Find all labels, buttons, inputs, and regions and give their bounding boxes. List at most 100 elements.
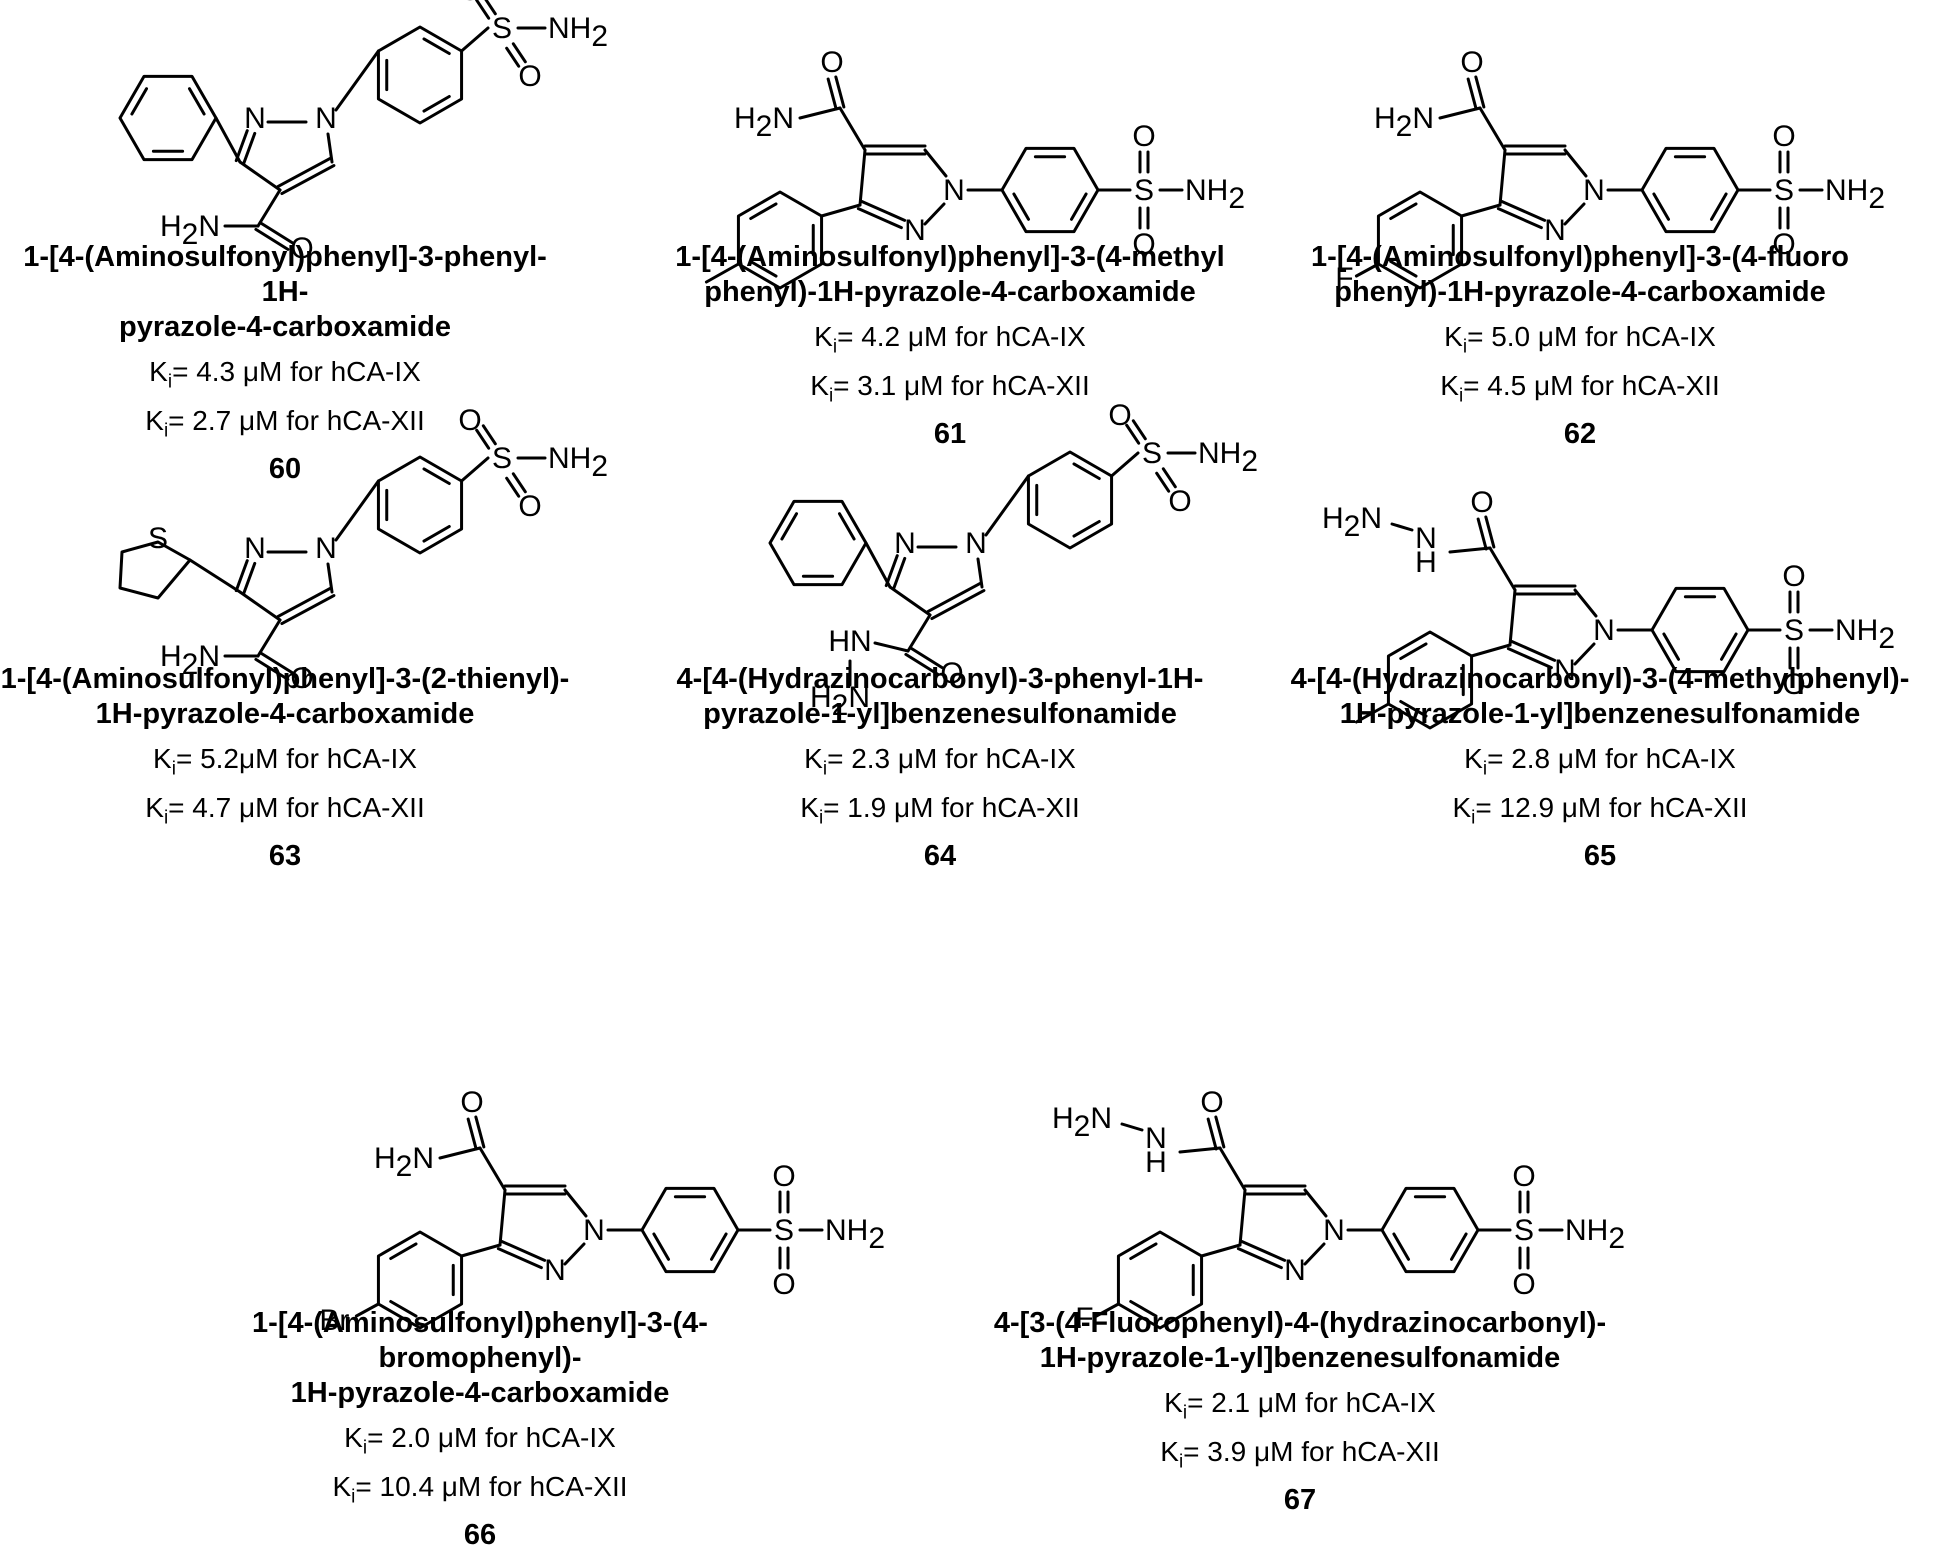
- bond: [1110, 451, 1140, 478]
- oxygen-atom: O: [518, 490, 541, 523]
- double-bond: [1392, 1232, 1410, 1261]
- oxygen-atom: O: [820, 46, 843, 79]
- bond: [798, 106, 842, 120]
- double-bond: [1720, 632, 1738, 661]
- bond: [1478, 106, 1507, 152]
- ring-bond: [1303, 1188, 1328, 1218]
- oxygen-atom: O: [1132, 120, 1155, 153]
- double-bond: [1072, 462, 1101, 480]
- carbonyl-double-bond: [1474, 75, 1486, 109]
- double-bond: [1012, 192, 1030, 221]
- amino-group: NH2: [825, 1214, 885, 1255]
- ring-bond: [238, 590, 282, 622]
- ring-double-bond: [856, 207, 903, 230]
- benzene-ring: [1640, 146, 1740, 234]
- ki-values: Ki= 2.0 μM for hCA-IX Ki= 10.4 μM for hC…: [160, 1419, 800, 1516]
- bond: [1390, 522, 1414, 532]
- double-bond: [1129, 1242, 1158, 1260]
- amide-nh2: H2N: [1374, 102, 1434, 143]
- oxygen-atom: O: [290, 662, 313, 695]
- hydrazide-nh2: H2N: [1052, 1102, 1112, 1143]
- bond: [354, 1302, 380, 1318]
- double-bond: [389, 1300, 418, 1318]
- bond: [460, 1243, 502, 1258]
- ki-values: Ki= 2.1 μM for hCA-IX Ki= 3.9 μM for hCA…: [970, 1384, 1630, 1481]
- ring-double-bond: [234, 559, 249, 593]
- carbonyl-double-bond: [826, 77, 838, 111]
- hydrazide-nh2: H2N: [1322, 502, 1382, 543]
- carbonyl-double-bond: [258, 221, 294, 245]
- compound-name: 1-[4-(Aminosulfonyl)phenyl]-3-(4-fluoro …: [1310, 241, 1850, 308]
- carbonyl-double-bond: [834, 75, 846, 109]
- ki-hca-xii: Ki= 3.1 μM for hCA-XII: [810, 369, 1090, 407]
- ki-hca-xii: Ki= 3.9 μM for hCA-XII: [1160, 1435, 1440, 1473]
- methyl-bond: [704, 262, 740, 284]
- nitrogen-atom-n2: N: [1554, 654, 1576, 687]
- ring-double-bond: [860, 199, 907, 222]
- double-bond: [749, 202, 778, 220]
- nitrogen-atom-n1: N: [315, 532, 337, 565]
- sulfonyl-double-bond: [505, 476, 521, 498]
- compound-number: 62: [1563, 418, 1597, 451]
- sulfur-atom: S: [492, 442, 512, 475]
- amide-nh2: H2N: [374, 1142, 434, 1183]
- double-bond: [1129, 1300, 1158, 1318]
- bond: [334, 49, 380, 112]
- oxygen-atom: O: [1200, 1086, 1223, 1119]
- carbonyl-double-bond: [1466, 77, 1478, 111]
- oxygen-atom: O: [458, 0, 481, 7]
- compound-number: 60: [268, 453, 302, 486]
- carbonyl-double-bond: [254, 657, 290, 681]
- sulfonyl-double-bond: [475, 0, 491, 20]
- ring-double-bond: [242, 131, 257, 165]
- oxygen-atom: O: [460, 1086, 483, 1119]
- double-bond: [422, 525, 451, 543]
- fluorine-atom: F: [1335, 262, 1353, 295]
- ring-bond: [1563, 148, 1588, 178]
- ki-hca-ix: Ki= 5.2μM for hCA-IX: [153, 743, 417, 780]
- ring-double-bond: [1236, 1247, 1283, 1270]
- ring-double-bond: [930, 589, 986, 621]
- double-bond: [1662, 632, 1680, 661]
- bond: [1218, 1146, 1247, 1192]
- carbonyl-double-bond: [474, 1115, 486, 1149]
- ring-double-bond: [280, 164, 336, 196]
- carbonyl-double-bond: [1206, 1117, 1218, 1151]
- bond: [256, 618, 282, 658]
- bond: [820, 203, 862, 218]
- double-bond: [422, 37, 451, 55]
- compound-name: 1-[4-(Aminosulfonyl)phenyl]-3-(4-methyl …: [675, 241, 1225, 308]
- nitrogen-atom-n1: N: [1593, 614, 1615, 647]
- compound-name: 1-[4-(Aminosulfonyl)phenyl]-3-(4-bromoph…: [252, 1307, 708, 1409]
- bond: [460, 456, 490, 483]
- double-bond: [1389, 202, 1418, 220]
- bond: [438, 1146, 482, 1160]
- compound-number: 63: [268, 840, 302, 873]
- benzene-ring: [376, 25, 464, 125]
- bond: [460, 26, 490, 53]
- nitrogen-atom-n1: N: [583, 1214, 605, 1247]
- oxygen-atom: O: [1470, 486, 1493, 519]
- oxygen-atom: O: [290, 232, 313, 265]
- ring-bond: [1498, 148, 1507, 207]
- oxygen-atom: O: [1168, 485, 1191, 518]
- n-n-bond: [923, 202, 946, 226]
- sulfonyl-double-bond: [511, 472, 527, 494]
- amide-nh2: H2N: [734, 102, 794, 143]
- double-bond: [422, 467, 451, 485]
- hydrazide-nh: N: [1415, 522, 1437, 555]
- n-n-bond: [1563, 202, 1586, 226]
- double-bond: [1389, 260, 1418, 278]
- carbonyl-double-bond: [1476, 517, 1488, 551]
- bond: [838, 106, 867, 152]
- amino-group: NH2: [1825, 174, 1885, 215]
- compound-67-caption: 4-[3-(4-Fluorophenyl)-4-(hydrazinocarbon…: [970, 1306, 1630, 1519]
- nitrogen-atom-n2: N: [894, 527, 916, 560]
- ring-bond: [326, 562, 334, 594]
- carbonyl-double-bond: [466, 1117, 478, 1151]
- bond: [334, 479, 380, 542]
- ring-bond: [498, 1188, 507, 1247]
- nitrogen-atom-n2: N: [244, 532, 266, 565]
- ring-double-bond: [1496, 207, 1543, 230]
